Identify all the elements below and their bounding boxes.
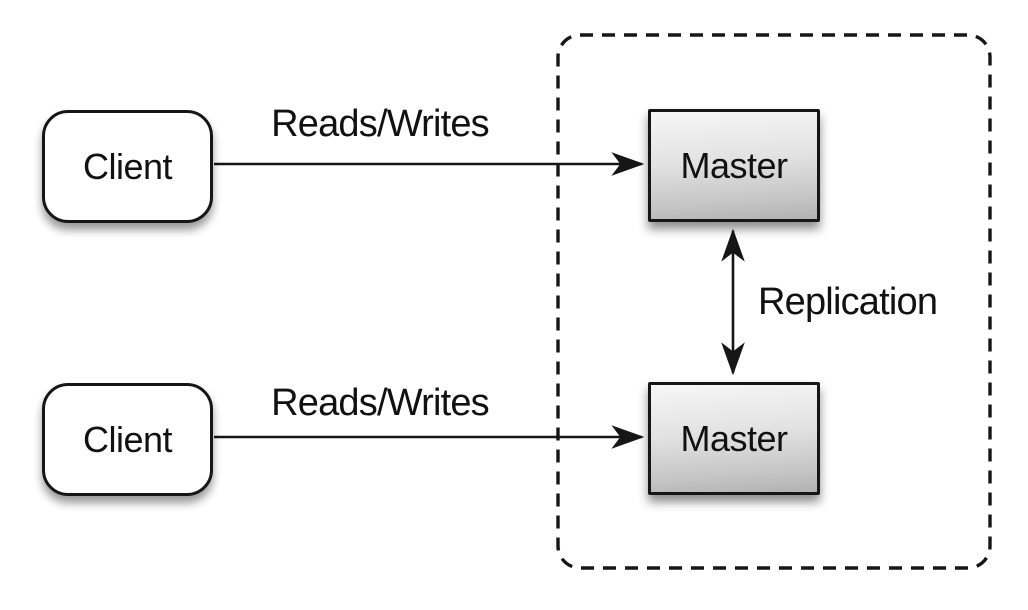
edge-label-replication: Replication: [758, 281, 938, 323]
client-node-bottom-label: Client: [82, 418, 173, 460]
client-node-top-label: Client: [82, 145, 173, 187]
master-node-top-label: Master: [680, 144, 788, 186]
master-node-bottom: Master: [648, 382, 820, 495]
master-node-top: Master: [648, 109, 820, 222]
master-node-bottom-label: Master: [680, 417, 788, 459]
edge-label-reads-writes-bottom: Reads/Writes: [271, 382, 490, 424]
replication-group-boundary: [556, 33, 992, 570]
edge-label-reads-writes-top: Reads/Writes: [271, 103, 490, 145]
client-node-top: Client: [42, 110, 213, 223]
client-node-bottom: Client: [42, 383, 213, 496]
